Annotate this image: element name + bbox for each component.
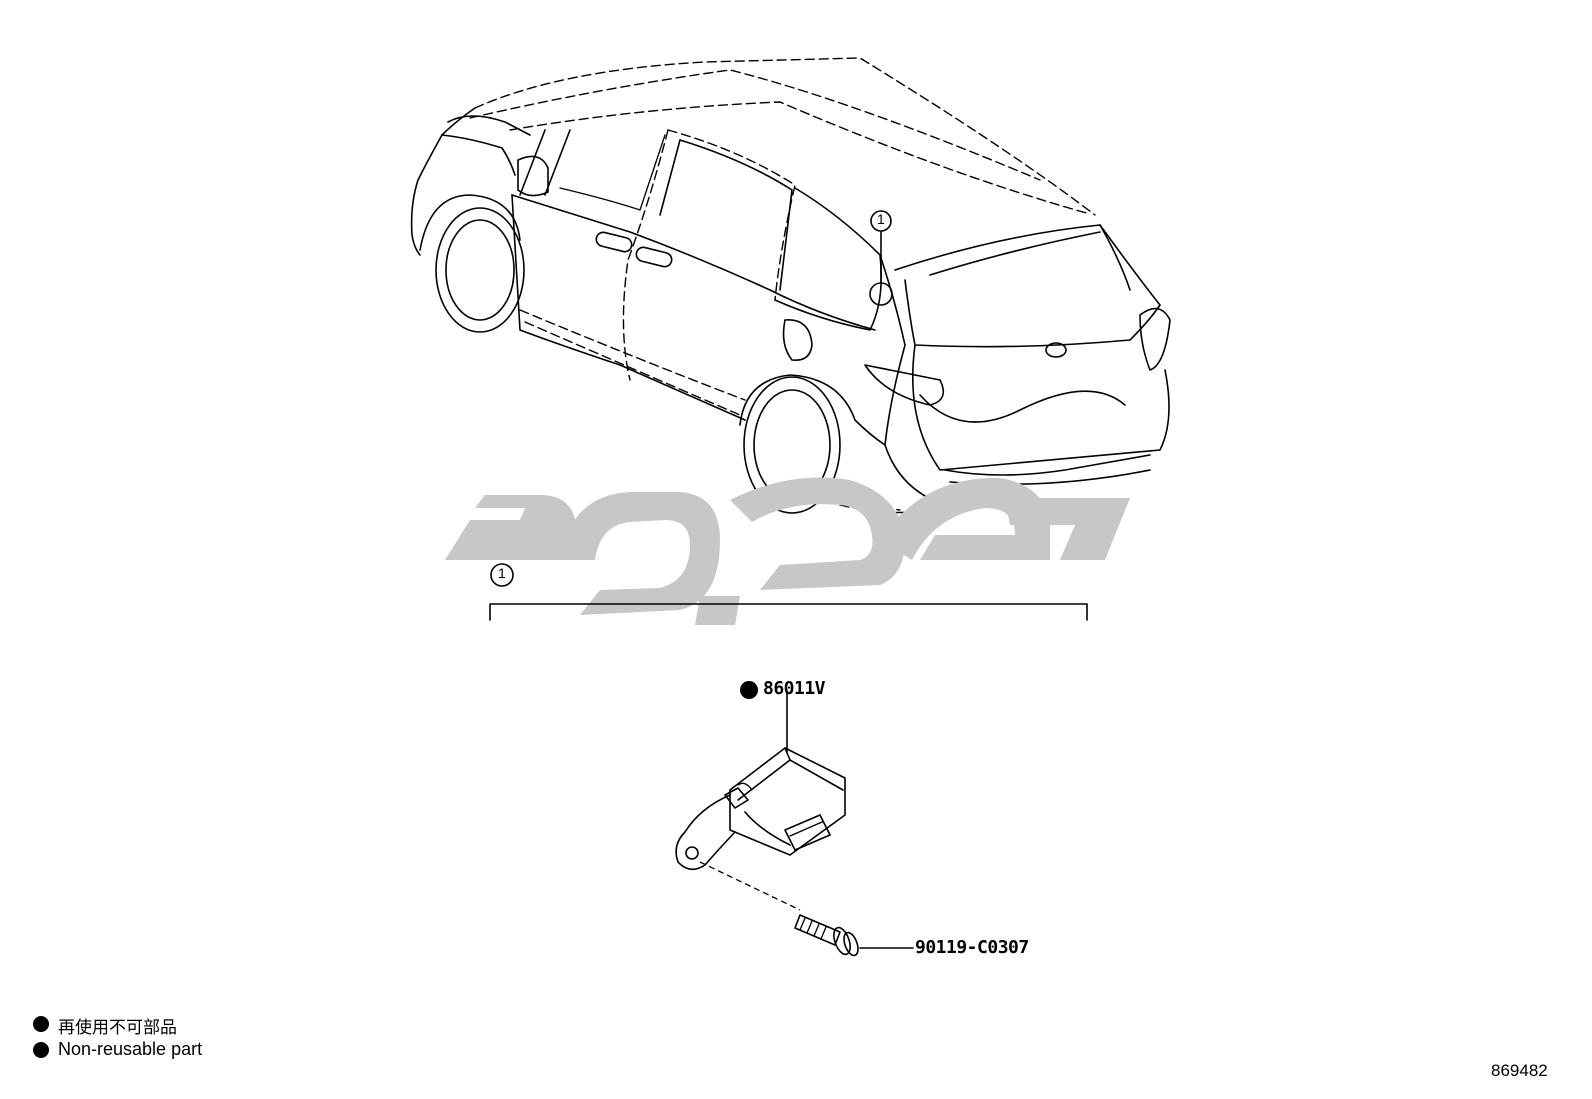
legend-bullet-icon [33,1016,49,1032]
part-number-86011v: 86011V [763,678,826,699]
non-reusable-marker-icon [740,681,758,699]
legend-bullet-icon [33,1042,49,1058]
callout-label: 1 [877,211,885,227]
watermark-logo [445,477,1130,625]
bracket-label: 1 [498,565,506,581]
vehicle-illustration [410,57,1171,514]
figure-reference: 869482 [1491,1061,1548,1080]
legend-japanese: 再使用不可部品 [58,1018,177,1038]
assembly-bracket [489,563,1088,621]
part-number-bolt: 90119-C0307 [915,937,1029,958]
bolt-drawing [794,914,914,957]
module-86011v-drawing [675,692,846,911]
legend-english: Non-reusable part [58,1039,203,1059]
callout-1 [869,210,893,306]
